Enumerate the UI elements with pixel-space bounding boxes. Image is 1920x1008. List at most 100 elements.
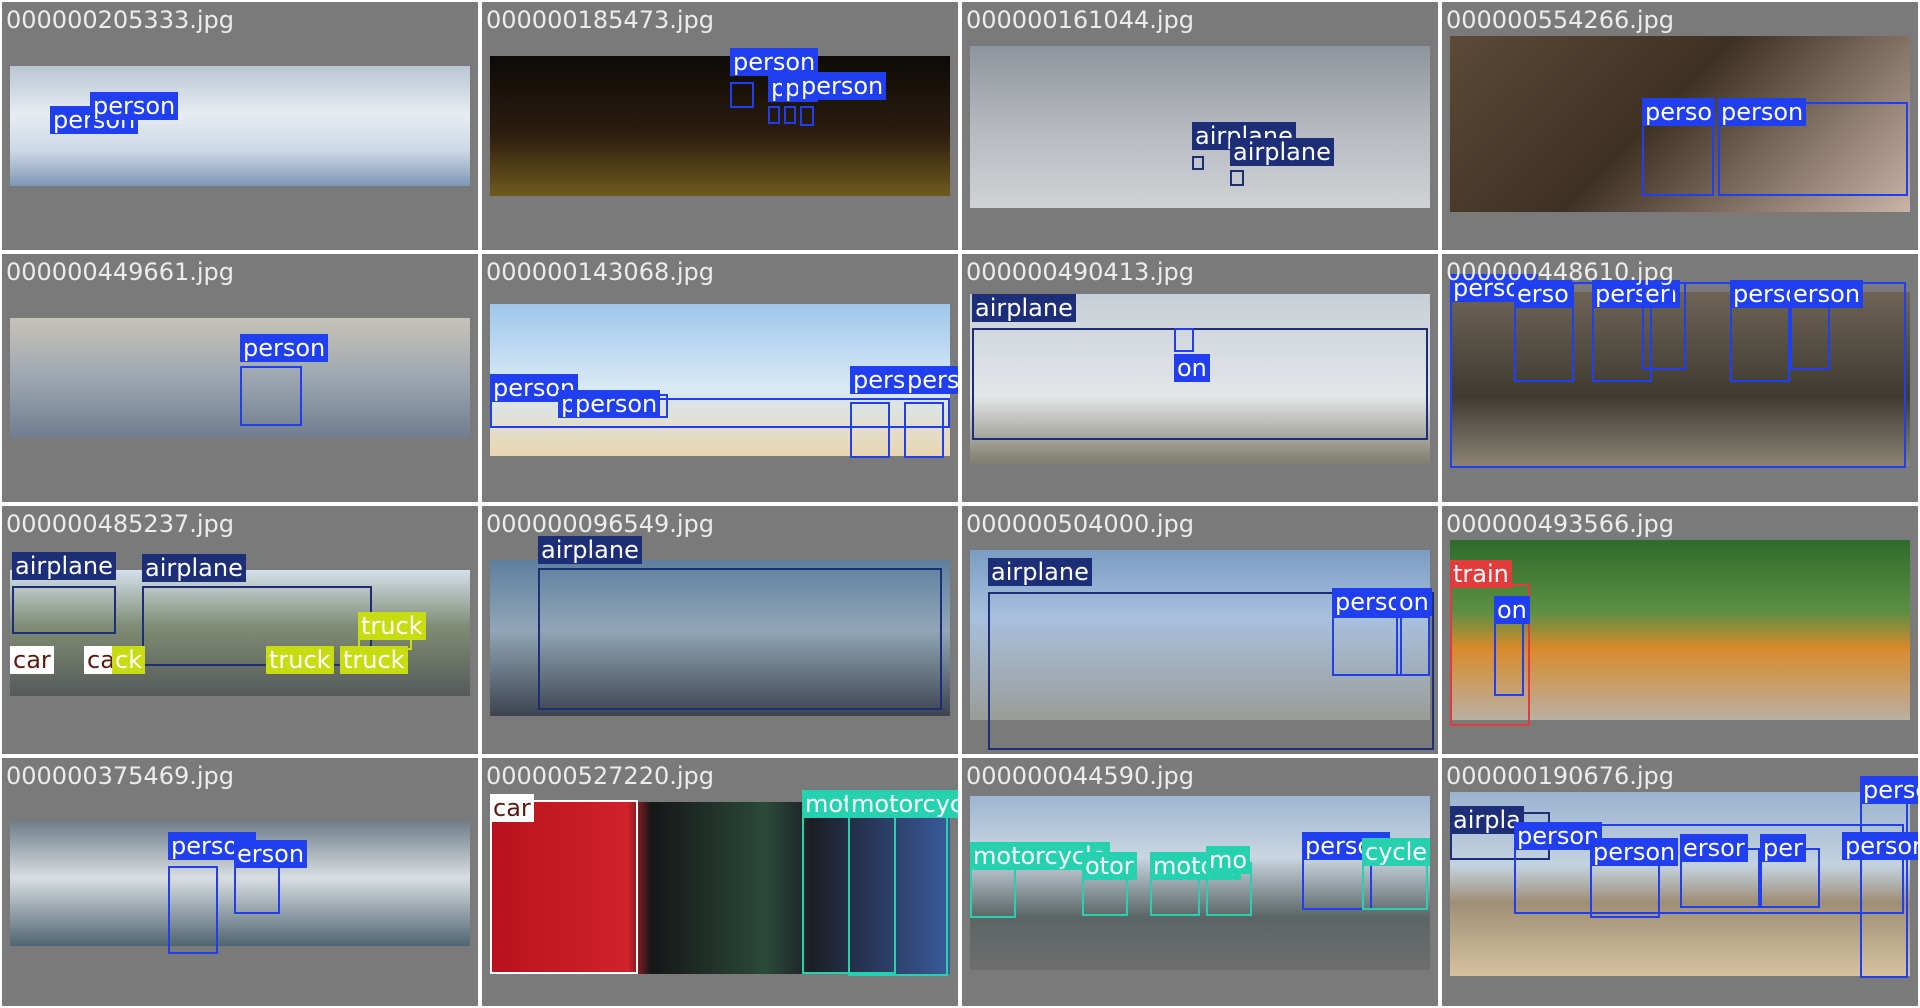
bbox-label-airplane: airplane (1230, 138, 1334, 166)
bbox-label-car: car (490, 794, 534, 822)
bbox-label-motorcycle: otor (1082, 852, 1137, 880)
bbox-label-person: person (798, 72, 887, 100)
bbox-label-person: person (572, 390, 661, 418)
tile-photo-egyptair-jet (490, 560, 950, 716)
tile-filename: 000000190676.jpg (1446, 762, 1674, 790)
bbox-label-person: on (1494, 596, 1530, 624)
tile-filename: 000000143068.jpg (486, 258, 714, 286)
tile-filename: 000000375469.jpg (6, 762, 234, 790)
bbox-label-person: person (1860, 776, 1918, 804)
bbox-label-person: person (904, 366, 958, 394)
bbox-label-person: erson (1790, 280, 1864, 308)
bbox-person (768, 106, 780, 124)
bbox-person (1718, 102, 1908, 196)
bbox-person (168, 866, 218, 954)
mosaic-tile: carmotomotorcycle000000527220.jpg (482, 758, 958, 1006)
tile-photo-bnsf-locomotive (1450, 540, 1910, 720)
bbox-label-person: person (90, 92, 179, 120)
bbox-label-airplane: airplane (1192, 122, 1296, 150)
bbox-person (800, 106, 814, 126)
bbox-person (240, 366, 302, 426)
mosaic-tile: airplane on 000000490413.jpg (962, 254, 1438, 502)
bbox-person (1396, 616, 1430, 676)
bbox-motorcycle (848, 798, 948, 976)
bbox-label-person: per (1760, 834, 1806, 862)
bbox-label-person: on (1396, 588, 1432, 616)
bbox-label-airplane: airplane (972, 294, 1076, 322)
bbox-label-person: erso (1514, 280, 1572, 308)
tile-filename: 000000096549.jpg (486, 510, 714, 538)
bbox-label-person: ersor (1680, 834, 1748, 862)
bbox-person (1514, 824, 1904, 914)
bbox-label-airplane: airplane (142, 554, 246, 582)
bbox-label-person: on (1174, 354, 1210, 382)
tile-filename: 000000493566.jpg (1446, 510, 1674, 538)
tile-filename: 000000448610.jpg (1446, 258, 1674, 286)
bbox-person (784, 106, 796, 124)
bbox-label-airplane: airplane (12, 552, 116, 580)
tile-filename: 000000504000.jpg (966, 510, 1194, 538)
tile-photo-car-gas-station (490, 802, 950, 974)
bbox-label-truck: truck (266, 646, 334, 674)
tile-filename: 000000161044.jpg (966, 6, 1194, 34)
bbox-label-person: person (1718, 98, 1807, 126)
tile-filename: 000000185473.jpg (486, 6, 714, 34)
bbox-airplane (1230, 170, 1244, 186)
bbox-label-motorcycle: motorcycle (848, 790, 958, 818)
bbox-person (1174, 328, 1194, 352)
tile-filename: 000000527220.jpg (486, 762, 714, 790)
bbox-label-person: person (1514, 822, 1603, 850)
bbox-label-train: train (1450, 560, 1512, 588)
bbox-label-airplane: airplane (538, 536, 642, 564)
mosaic-tile: train on 000000493566.jpg (1442, 506, 1918, 754)
bbox-label-airplane: airpla (1450, 806, 1524, 834)
bbox-label-person: person (730, 48, 819, 76)
bbox-airplane (538, 568, 942, 710)
bbox-airplane (12, 586, 116, 634)
bbox-label-person: er (1642, 280, 1673, 308)
bbox-label-motorcycle: mo (1206, 846, 1251, 874)
bbox-person (850, 402, 890, 458)
bbox-person (1332, 616, 1402, 676)
bbox-label-person: perso (1642, 98, 1716, 126)
tile-filename: 000000490413.jpg (966, 258, 1194, 286)
bbox-car (490, 800, 638, 974)
tile-filename: 000000449661.jpg (6, 258, 234, 286)
bbox-label-person: person (1590, 838, 1679, 866)
tile-filename: 000000205333.jpg (6, 6, 234, 34)
bbox-label-person: erson (234, 840, 308, 868)
bbox-label-truck: truck (340, 646, 408, 674)
mosaic-tile: airplapersonpersonersorperpersonperson00… (1442, 758, 1918, 1006)
bbox-label-person: pers (850, 366, 909, 394)
bbox-label-person: person (1842, 832, 1918, 860)
bbox-airplane (988, 592, 1434, 750)
tile-filename: 000000485237.jpg (6, 510, 234, 538)
bbox-person (904, 402, 944, 458)
bbox-label-airplane: airplane (988, 558, 1092, 586)
tile-photo-group-photo (1450, 292, 1910, 466)
tile-photo-motorcycle-road (970, 796, 1430, 970)
bbox-person (490, 398, 950, 428)
bbox-label-motorcycle: cycle (1362, 838, 1431, 866)
bbox-person (234, 866, 280, 914)
mosaic-tile: personpersonpersonpersperson000000143068… (482, 254, 958, 502)
mosaic-tile: personpepeperson000000185473.jpg (482, 2, 958, 250)
bbox-airplane (972, 328, 1428, 440)
tile-filename: 000000044590.jpg (966, 762, 1194, 790)
tile-filename: 000000554266.jpg (1446, 6, 1674, 34)
bbox-airplane (1192, 156, 1204, 170)
bbox-label-car: car (10, 646, 54, 674)
bbox-airplane (142, 586, 372, 666)
bbox-label-truck: truck (358, 612, 426, 640)
